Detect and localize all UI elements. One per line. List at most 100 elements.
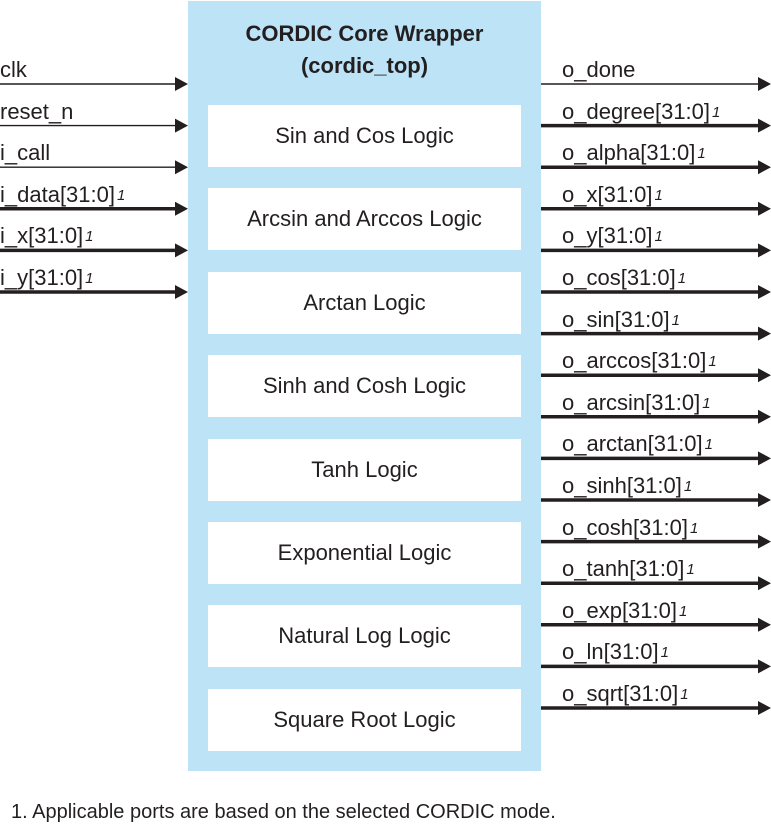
footnote-marker: 1 — [708, 353, 717, 371]
output-line-6 — [541, 326, 771, 341]
output-line-9 — [541, 451, 771, 466]
block-tanh-logic: Tanh Logic — [208, 438, 521, 501]
block-label: Square Root Logic — [273, 706, 456, 732]
input-line-5 — [0, 285, 188, 299]
footnote-marker: 1 — [671, 311, 680, 329]
block-square-root-logic: Square Root Logic — [208, 688, 521, 751]
output-line-8 — [541, 409, 771, 424]
output-line-7 — [541, 368, 771, 383]
port-name: o_arccos[31:0] — [562, 348, 707, 374]
input-port-i-call: i_call — [0, 141, 50, 165]
output-line-3 — [541, 201, 771, 216]
port-name: i_x[31:0] — [0, 223, 84, 249]
output-line-2 — [541, 160, 771, 175]
output-port-o-arctan: o_arctan[31:0]1 — [562, 432, 713, 459]
output-port-o-tanh: o_tanh[31:0]1 — [562, 557, 695, 584]
block-label: Sinh and Cosh Logic — [262, 373, 467, 399]
output-port-o-sinh: o_sinh[31:0]1 — [562, 474, 692, 501]
input-port-i-x: i_x[31:0]1 — [0, 224, 94, 251]
port-name: o_sinh[31:0] — [562, 473, 682, 498]
output-port-o-sin: o_sin[31:0]1 — [562, 306, 680, 335]
output-line-1 — [541, 118, 771, 133]
port-name: i_call — [0, 140, 51, 166]
input-port-i-data: i_data[31:0]1 — [0, 181, 126, 210]
input-line-2 — [0, 160, 188, 175]
footnote-marker: 1 — [116, 186, 126, 204]
port-name: o_cosh[31:0] — [562, 514, 688, 540]
footnote: 1. Applicable ports are based on the sel… — [11, 801, 556, 823]
output-line-11 — [541, 534, 771, 549]
port-name: o_exp[31:0] — [562, 597, 677, 623]
block-label: Arctan Logic — [303, 289, 426, 315]
footnote-marker: 1 — [678, 602, 688, 620]
footnote-marker: 1 — [697, 145, 706, 163]
output-line-4 — [541, 243, 771, 258]
block-label: Tanh Logic — [311, 456, 418, 482]
input-line-3 — [0, 201, 188, 216]
input-port-clk: clk — [0, 58, 27, 82]
block-natural-log-logic: Natural Log Logic — [208, 605, 521, 668]
footnote-marker: 1 — [654, 228, 663, 246]
output-port-o-exp: o_exp[31:0]1 — [562, 597, 688, 626]
port-name: o_ln[31:0] — [562, 639, 659, 665]
block-arcsin-and-arccos-logic: Arcsin and Arccos Logic — [208, 188, 521, 251]
output-line-12 — [541, 576, 771, 591]
port-name: o_alpha[31:0] — [562, 140, 696, 166]
output-line-14 — [541, 659, 771, 674]
footnote-marker: 1 — [677, 270, 687, 287]
output-port-o-arcsin: o_arcsin[31:0]1 — [562, 389, 711, 418]
output-line-13 — [541, 617, 771, 632]
port-name: o_arctan[31:0] — [562, 431, 703, 457]
output-line-0 — [541, 77, 771, 91]
footnote-marker: 1 — [712, 103, 721, 121]
port-name: o_done — [562, 57, 636, 82]
output-port-o-cosh: o_cosh[31:0]1 — [562, 514, 699, 543]
port-name: i_y[31:0] — [0, 265, 84, 290]
output-port-o-y: o_y[31:0]1 — [562, 224, 663, 251]
footnote-marker: 1 — [660, 644, 669, 662]
block-sinh-and-cosh-logic: Sinh and Cosh Logic — [208, 355, 521, 418]
input-port-reset-n: reset_n — [0, 98, 74, 124]
footnote-marker: 1 — [704, 436, 714, 454]
footnote-marker: 1 — [686, 561, 695, 579]
output-port-o-x: o_x[31:0]1 — [562, 181, 663, 210]
block-label: Sin and Cos Logic — [275, 123, 454, 148]
port-name: clk — [0, 57, 27, 82]
output-port-o-ln: o_ln[31:0]1 — [562, 640, 669, 667]
wrapper-subtitle: (cordic_top) — [300, 53, 429, 78]
block-label: Arcsin and Arccos Logic — [247, 206, 482, 232]
footnote-marker: 1 — [85, 228, 94, 246]
output-port-o-cos: o_cos[31:0]1 — [562, 266, 686, 293]
output-line-15 — [541, 701, 771, 715]
output-port-o-arccos: o_arccos[31:0]1 — [562, 349, 717, 376]
port-name: reset_n — [0, 98, 74, 124]
footnote-marker: 1 — [680, 686, 689, 703]
output-port-o-degree: o_degree[31:0]1 — [562, 98, 721, 127]
output-port-o-alpha: o_alpha[31:0]1 — [562, 141, 706, 168]
port-name: o_x[31:0] — [562, 181, 653, 207]
block-sin-and-cos-logic: Sin and Cos Logic — [208, 105, 521, 167]
footnote-marker: 1 — [683, 478, 693, 495]
output-port-o-sqrt: o_sqrt[31:0]1 — [562, 682, 689, 709]
block-label: Exponential Logic — [277, 540, 452, 565]
input-line-1 — [0, 118, 188, 133]
port-name: i_data[31:0] — [0, 181, 115, 207]
input-port-i-y: i_y[31:0]1 — [0, 266, 94, 293]
port-name: o_degree[31:0] — [562, 98, 711, 124]
port-name: o_y[31:0] — [562, 223, 653, 249]
port-name: o_sin[31:0] — [562, 306, 670, 332]
port-name: o_sqrt[31:0] — [562, 681, 679, 706]
footnote-marker: 1 — [85, 270, 94, 287]
footnote-marker: 1 — [702, 394, 711, 412]
block-label: Natural Log Logic — [278, 623, 451, 649]
port-name: o_arcsin[31:0] — [562, 389, 701, 415]
wrapper-title: CORDIC Core Wrapper — [245, 21, 484, 46]
input-line-0 — [0, 77, 188, 91]
port-name: o_cos[31:0] — [562, 265, 676, 290]
footnote-marker: 1 — [689, 519, 699, 537]
footnote-marker: 1 — [654, 186, 663, 204]
block-exponential-logic: Exponential Logic — [208, 522, 521, 584]
output-port-o-done: o_done — [562, 58, 635, 82]
